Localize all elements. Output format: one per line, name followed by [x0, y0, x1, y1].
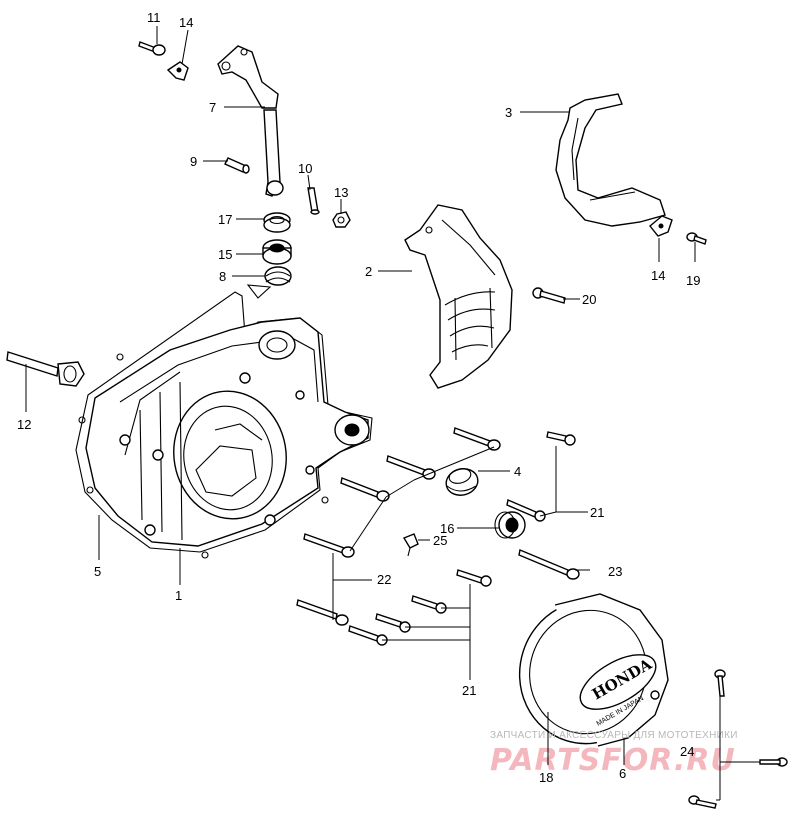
plate-part-14-top [166, 61, 189, 81]
label-13: 13 [334, 185, 348, 200]
label-24: 24 [680, 744, 694, 759]
label-18: 18 [539, 770, 553, 785]
part-labels: 11 14 7 9 10 13 17 15 8 3 2 14 19 20 12 … [17, 10, 700, 785]
screw-part-11 [138, 41, 166, 56]
label-5: 5 [94, 564, 101, 579]
label-4: 4 [514, 464, 521, 479]
watermark-logo: PARTSFOR.RU [490, 743, 736, 778]
label-11: 11 [147, 10, 161, 25]
cap-part-4 [445, 468, 479, 496]
nut-part-13 [332, 211, 351, 228]
plate-part-14-right [649, 215, 673, 237]
label-19: 19 [686, 273, 700, 288]
watermark-tagline: ЗАПЧАСТИ И АКСЕССУАРЫ ДЛЯ МОТОТЕХНИКИ [490, 730, 738, 741]
label-7: 7 [209, 100, 216, 115]
pin-part-10 [307, 187, 320, 215]
oil-seal-part-16 [494, 511, 526, 539]
label-15: 15 [218, 247, 232, 262]
label-23: 23 [608, 564, 622, 579]
label-14-top: 14 [179, 15, 193, 30]
pin-part-9 [224, 157, 250, 174]
label-10: 10 [298, 161, 312, 176]
oil-seal-part-17 [263, 212, 291, 233]
label-20: 20 [582, 292, 596, 307]
label-3: 3 [505, 105, 512, 120]
generator-cover-part-6: HONDA MADE IN JAPAN [518, 593, 669, 747]
label-8: 8 [219, 269, 226, 284]
screw-part-19 [686, 232, 707, 245]
shift-arm-part-7 [217, 45, 284, 197]
label-21-lower: 21 [462, 683, 476, 698]
label-12: 12 [17, 417, 31, 432]
clip-part-25 [402, 533, 419, 557]
bolt-part-20 [532, 287, 566, 304]
chain-guard-part-3 [555, 93, 666, 227]
label-22: 22 [377, 572, 391, 587]
screws-part-24 [688, 669, 788, 809]
sprocket-cover-part-2 [404, 204, 513, 389]
label-25: 25 [433, 533, 447, 548]
oil-seal-part-15 [262, 239, 292, 265]
label-14-right: 14 [651, 268, 665, 283]
label-1: 1 [175, 588, 182, 603]
label-9: 9 [190, 154, 197, 169]
label-16: 16 [440, 521, 454, 536]
label-21-upper: 21 [590, 505, 604, 520]
bolt-part-12 [6, 351, 85, 387]
label-2: 2 [365, 264, 372, 279]
spring-part-8 [246, 266, 292, 299]
crankcase-cover-part-1 [75, 291, 373, 559]
label-6: 6 [619, 766, 626, 781]
leader-lines [25, 26, 760, 801]
label-17: 17 [218, 212, 232, 227]
bolts-part-21-22-23 [296, 427, 580, 646]
